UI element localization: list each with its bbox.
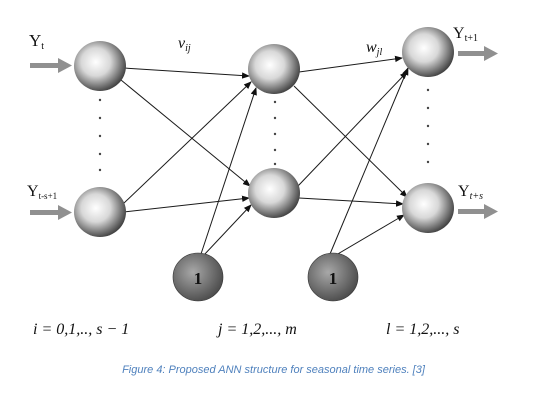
line-input1-hidden2 bbox=[120, 79, 251, 187]
input-layer bbox=[74, 41, 126, 237]
input-arrow-2 bbox=[30, 205, 72, 220]
bias-nodes: 1 1 bbox=[172, 252, 359, 302]
output-node-1 bbox=[402, 27, 454, 77]
index-label-output: l = 1,2,..., s bbox=[386, 321, 459, 338]
output-arrow-2 bbox=[458, 204, 498, 219]
line-bias2-output1 bbox=[329, 67, 409, 255]
weight-label-v: vij bbox=[178, 35, 191, 54]
hidden-node-2 bbox=[248, 168, 300, 218]
line-hidden1-output2 bbox=[293, 85, 408, 198]
output-label-2: Yt+s bbox=[458, 183, 483, 202]
output-layer bbox=[402, 27, 454, 233]
bias-node-output bbox=[307, 252, 359, 302]
index-label-input: i = 0,1,.., s − 1 bbox=[33, 321, 129, 338]
input-label-1: Yt bbox=[29, 31, 44, 52]
index-label-hidden: j = 1,2,..., m bbox=[216, 321, 297, 338]
weight-label-w: wjl bbox=[366, 39, 382, 58]
line-input2-hidden2 bbox=[123, 195, 250, 213]
output-node-2 bbox=[402, 183, 454, 233]
output-label-1: Yt+1 bbox=[453, 25, 478, 44]
line-input1-hidden1 bbox=[123, 67, 250, 79]
figure-caption: Figure 4: Proposed ANN structure for sea… bbox=[122, 364, 425, 376]
line-hidden2-output2 bbox=[298, 197, 404, 207]
line-bias1-hidden2 bbox=[203, 204, 252, 256]
bias-label-1: 1 bbox=[194, 269, 203, 288]
input-label-2: Yt-s+1 bbox=[27, 183, 57, 201]
input-arrow-1 bbox=[30, 58, 72, 73]
output-arrow-1 bbox=[458, 46, 498, 61]
connections bbox=[120, 55, 409, 256]
line-bias2-output2 bbox=[335, 214, 405, 256]
ellipsis-dots bbox=[98, 88, 430, 172]
bias-node-hidden bbox=[172, 252, 224, 302]
line-hidden1-output1 bbox=[298, 55, 403, 73]
bias-label-2: 1 bbox=[329, 269, 338, 288]
hidden-layer bbox=[248, 44, 300, 218]
line-bias1-hidden1 bbox=[200, 87, 257, 255]
hidden-node-1 bbox=[248, 44, 300, 94]
input-node-1 bbox=[74, 41, 126, 91]
input-node-2 bbox=[74, 187, 126, 237]
line-hidden2-output1 bbox=[297, 71, 408, 187]
line-input2-hidden1 bbox=[122, 81, 252, 205]
